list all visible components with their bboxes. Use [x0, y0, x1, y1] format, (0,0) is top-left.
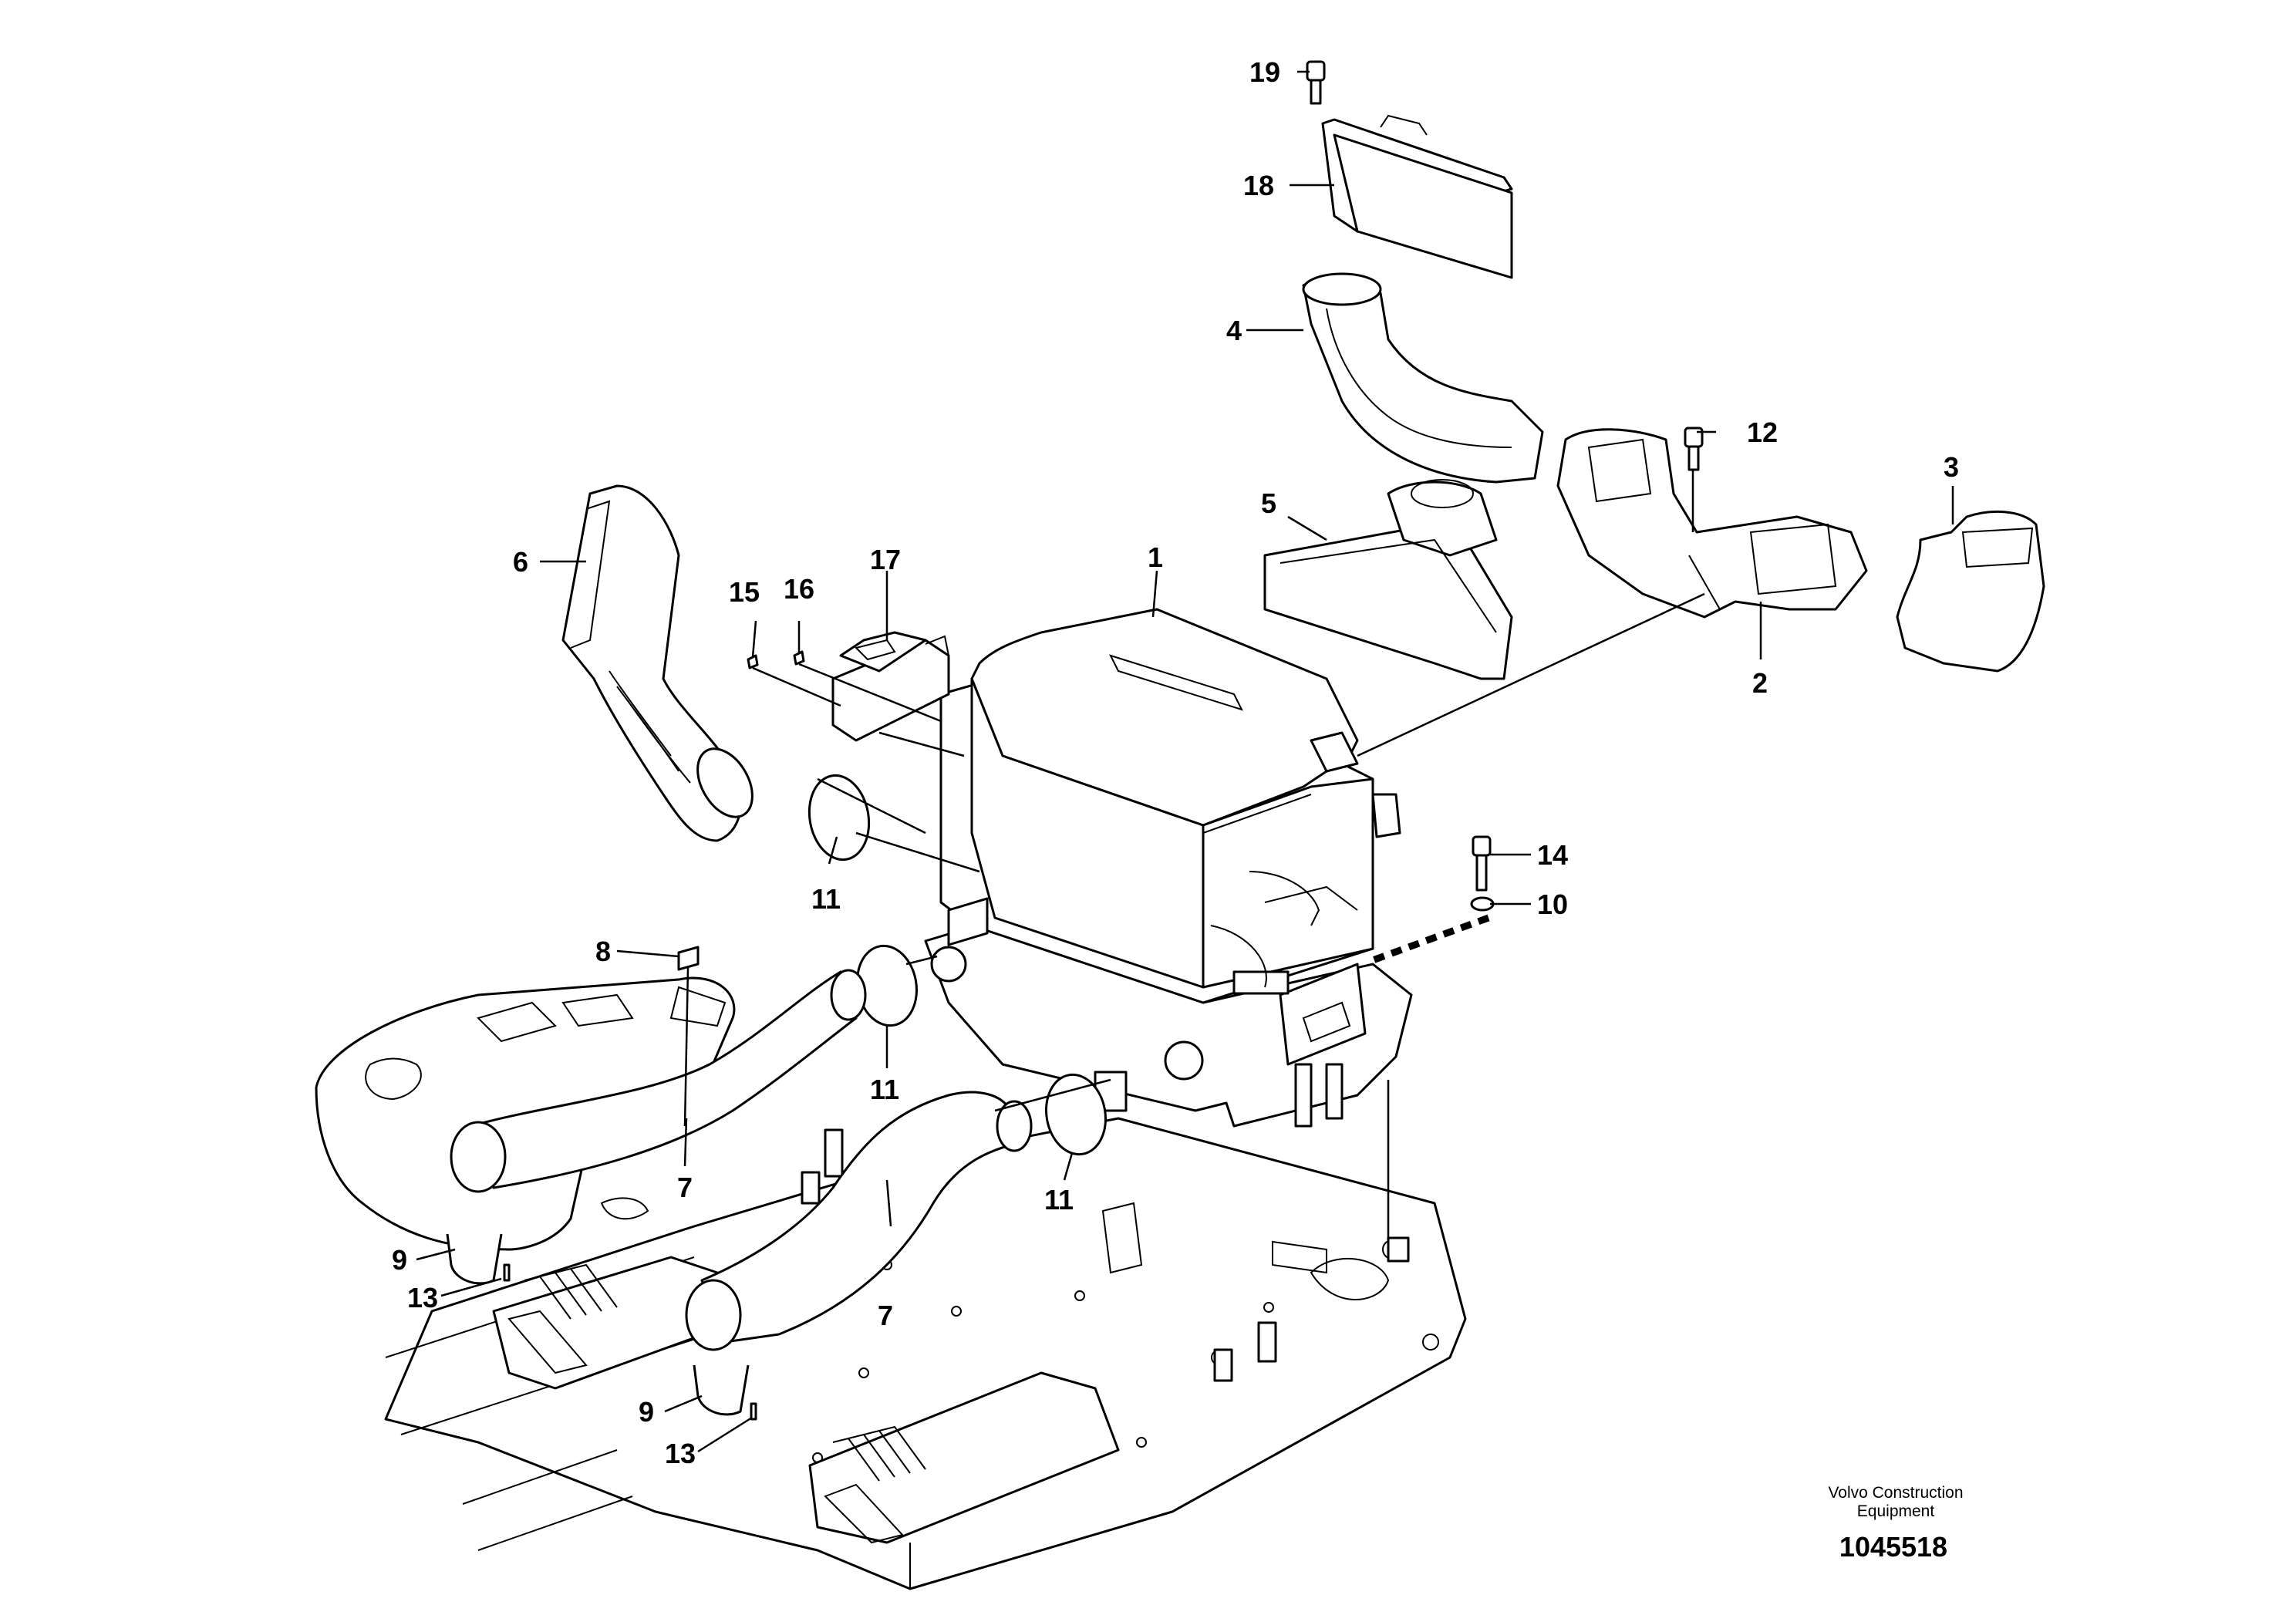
hose-clamp-3 — [1045, 1073, 1107, 1156]
mounting-dashed-line — [1371, 914, 1490, 964]
callout-14: 14 — [1537, 839, 1568, 871]
callout-13b: 13 — [665, 1438, 696, 1469]
callout-13a: 13 — [407, 1282, 438, 1313]
document-number: 1045518 — [1839, 1531, 1947, 1563]
callout-8: 8 — [595, 936, 611, 967]
screw-15 — [747, 654, 759, 669]
filter-cover — [1321, 114, 1513, 279]
callout-6: 6 — [513, 546, 528, 578]
bolt-1 — [503, 1263, 511, 1282]
hose-upper — [450, 969, 867, 1193]
callout-16: 16 — [784, 573, 814, 605]
callout-1: 1 — [1148, 541, 1163, 573]
callout-labels: 19 18 4 5 1 12 3 2 6 17 15 16 11 11 11 1… — [392, 56, 1959, 1469]
callout-15: 15 — [729, 576, 760, 608]
hose-bracket-1 — [446, 1233, 503, 1285]
hose-clamp-1 — [807, 774, 871, 862]
callout-5: 5 — [1261, 487, 1276, 519]
callout-4: 4 — [1226, 315, 1242, 346]
callout-19: 19 — [1249, 56, 1280, 88]
washer — [1470, 896, 1495, 912]
callout-3: 3 — [1944, 451, 1959, 483]
inlet-duct — [561, 484, 754, 842]
callout-10: 10 — [1537, 889, 1568, 920]
upper-duct — [1302, 272, 1544, 484]
end-duct — [1896, 510, 2045, 673]
callout-9a: 9 — [392, 1244, 407, 1276]
bolt-2 — [750, 1402, 757, 1421]
callout-7a: 7 — [677, 1172, 693, 1203]
junction-duct — [1556, 428, 1868, 619]
hvac-unit — [924, 608, 1413, 1128]
callout-9b: 9 — [639, 1396, 654, 1428]
screw — [1306, 60, 1326, 105]
bolt-12 — [1684, 427, 1704, 471]
clip — [677, 946, 700, 971]
credit-line-2: Equipment — [1857, 1502, 1935, 1520]
outlet-duct — [1263, 479, 1513, 680]
control-module — [831, 631, 950, 742]
callout-18: 18 — [1243, 170, 1274, 201]
hose-lower — [685, 1091, 1033, 1351]
callout-17: 17 — [870, 544, 901, 575]
callout-11c: 11 — [1044, 1184, 1074, 1216]
callout-2: 2 — [1752, 667, 1768, 699]
floor-vent-left — [492, 1256, 727, 1390]
floor-vent-right — [808, 1371, 1120, 1544]
callout-12: 12 — [1747, 416, 1778, 448]
credit-line-1: Volvo Construction — [1828, 1484, 1963, 1502]
leader-lines — [416, 70, 1954, 1453]
bolt-14 — [1472, 835, 1492, 892]
callout-11a: 11 — [811, 883, 841, 915]
callout-11b: 11 — [870, 1074, 899, 1105]
callout-7b: 7 — [878, 1300, 893, 1331]
